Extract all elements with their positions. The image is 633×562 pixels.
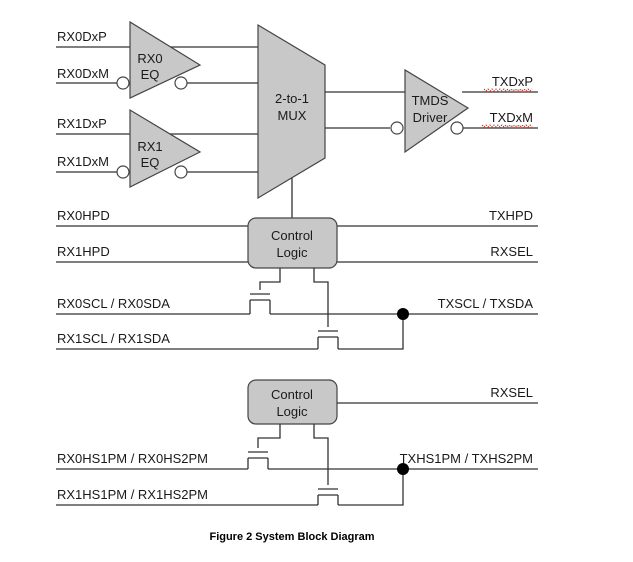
rx0eq-label-2: EQ (141, 67, 160, 82)
txhpd-label: TXHPD (489, 208, 533, 223)
txi2c-label: TXSCL / TXSDA (438, 296, 534, 311)
tmds-label-1: TMDS (412, 93, 449, 108)
txdxp-spellcheck-underline (483, 88, 533, 92)
ctrl2-label-1: Control (271, 387, 313, 402)
rx0i2c-label: RX0SCL / RX0SDA (57, 296, 170, 311)
rx1eq-label-1: RX1 (137, 139, 162, 154)
hs-switch-0 (247, 451, 269, 469)
rx1dxp-label: RX1DxP (57, 116, 107, 131)
control-logic-2: Control Logic (247, 379, 338, 425)
rx1eq-out-bubble (174, 165, 188, 179)
ctrl2-label-2: Logic (276, 404, 308, 419)
rx0eq-label-1: RX0 (137, 51, 162, 66)
rx1eq-in-bubble (116, 165, 130, 179)
ctrl1-gate1-wire (313, 268, 329, 327)
rxsel-label: RXSEL (490, 244, 533, 259)
hs-switch-1 (317, 488, 339, 505)
rx0dxm-label: RX0DxM (57, 66, 109, 81)
ctrl1-label-1: Control (271, 228, 313, 243)
rx1hpd-label: RX1HPD (57, 244, 110, 259)
ctrl2-gate1-wire (313, 424, 329, 485)
hs-junction-dot (397, 463, 409, 475)
tmds-label-2: Driver (413, 110, 448, 125)
rx1hs-label: RX1HS1PM / RX1HS2PM (57, 487, 208, 502)
rx0eq-in-bubble (116, 76, 130, 90)
control-logic-1: Control Logic (247, 217, 338, 269)
figure-caption: Figure 2 System Block Diagram (209, 531, 374, 543)
rx1eq-label-2: EQ (141, 155, 160, 170)
rx0hs-label: RX0HS1PM / RX0HS2PM (57, 451, 208, 466)
rx1i2c-join-wire (338, 314, 404, 350)
txhs-label: TXHS1PM / TXHS2PM (400, 451, 533, 466)
i2c-junction-dot (397, 308, 409, 320)
mux-label-2: MUX (278, 108, 307, 123)
txdxm-spellcheck-underline (481, 124, 533, 128)
rx1-eq-block: RX1 EQ (116, 108, 202, 188)
rxsel2-label: RXSEL (490, 385, 533, 400)
rx1i2c-label: RX1SCL / RX1SDA (57, 331, 170, 346)
rx0eq-out-bubble (174, 76, 188, 90)
tmds-driver-block: TMDS Driver (390, 68, 470, 154)
rx0-eq-block: RX0 EQ (116, 20, 202, 99)
tmds-out-bubble (450, 121, 464, 135)
txdxm-label: TXDxM (490, 110, 533, 125)
txdxp-label: TXDxP (492, 74, 533, 89)
rx1dxm-label: RX1DxM (57, 154, 109, 169)
i2c-switch-0 (249, 293, 271, 314)
ctrl2-gate0-wire (257, 424, 281, 448)
ctrl1-label-2: Logic (276, 245, 308, 260)
mux-label-1: 2-to-1 (275, 91, 309, 106)
i2c-switch-1 (317, 330, 339, 349)
rx1hs-join-wire (338, 469, 404, 506)
ctrl1-gate0-wire (259, 268, 281, 290)
mux-block: 2-to-1 MUX (257, 23, 326, 200)
tmds-in-bubble (390, 121, 404, 135)
rx0dxp-label: RX0DxP (57, 29, 107, 44)
rx0hpd-label: RX0HPD (57, 208, 110, 223)
